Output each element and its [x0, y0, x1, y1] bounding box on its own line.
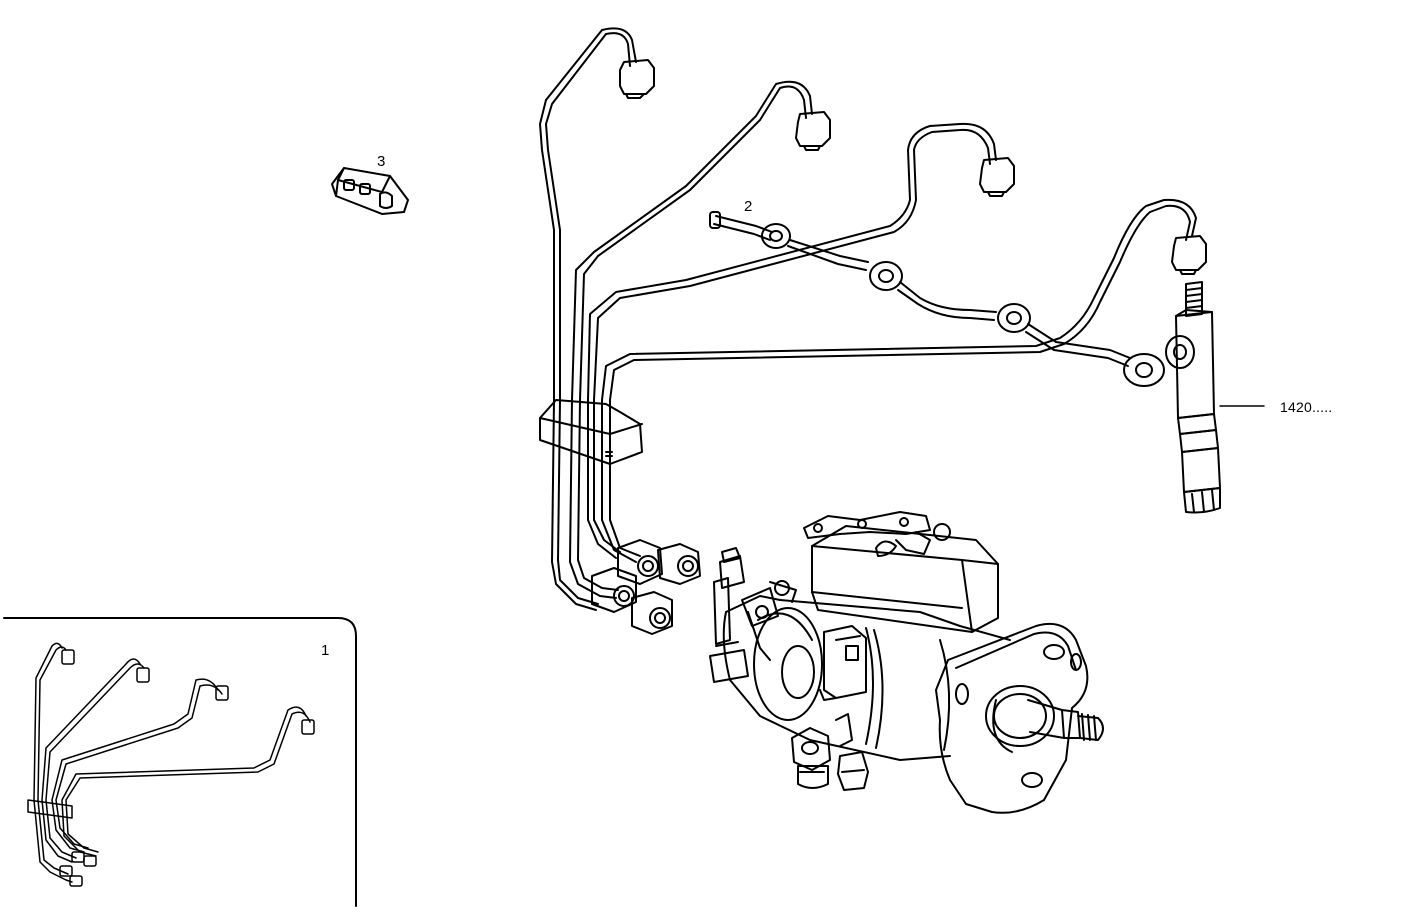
inset-fitting: [69, 875, 83, 887]
high-pressure-pipes: [539, 27, 1207, 635]
pipe-clamp: [331, 167, 409, 215]
pipe-nut: [979, 157, 1015, 197]
bundle-clamp: [539, 399, 643, 465]
callout-leak-off-pipe: 2: [744, 198, 753, 215]
inset-clamp: [27, 799, 73, 819]
callout-injector-reference: 1420.....: [1280, 399, 1333, 415]
inset-pipe-nut: [136, 667, 150, 683]
injection-pump: [709, 511, 1104, 814]
leak-off-end-cap: [709, 211, 721, 229]
leak-off-pipe: [709, 211, 1165, 387]
pipe-set-inset: [3, 617, 357, 907]
callout-inset-pipe-set: 1: [321, 642, 330, 659]
injector: [1165, 281, 1265, 514]
inset-fitting: [59, 865, 73, 877]
pipe-nut: [795, 111, 831, 151]
inset-frame: [3, 617, 357, 907]
pipe-fitting: [591, 567, 637, 613]
inset-pipe-nut: [61, 649, 75, 665]
pipe-fitting: [617, 539, 663, 585]
inset-pipe-nut: [301, 719, 315, 735]
inset-fitting: [83, 855, 97, 867]
inset-pipe-nut: [215, 685, 229, 701]
pipe-fitting: [657, 543, 701, 585]
inset-pipes: [27, 642, 315, 887]
callout-pipe-clamp: 3: [377, 153, 386, 170]
pipe-nut: [1171, 235, 1207, 275]
pipe-nut: [619, 59, 655, 99]
pipe-fitting: [631, 591, 673, 635]
